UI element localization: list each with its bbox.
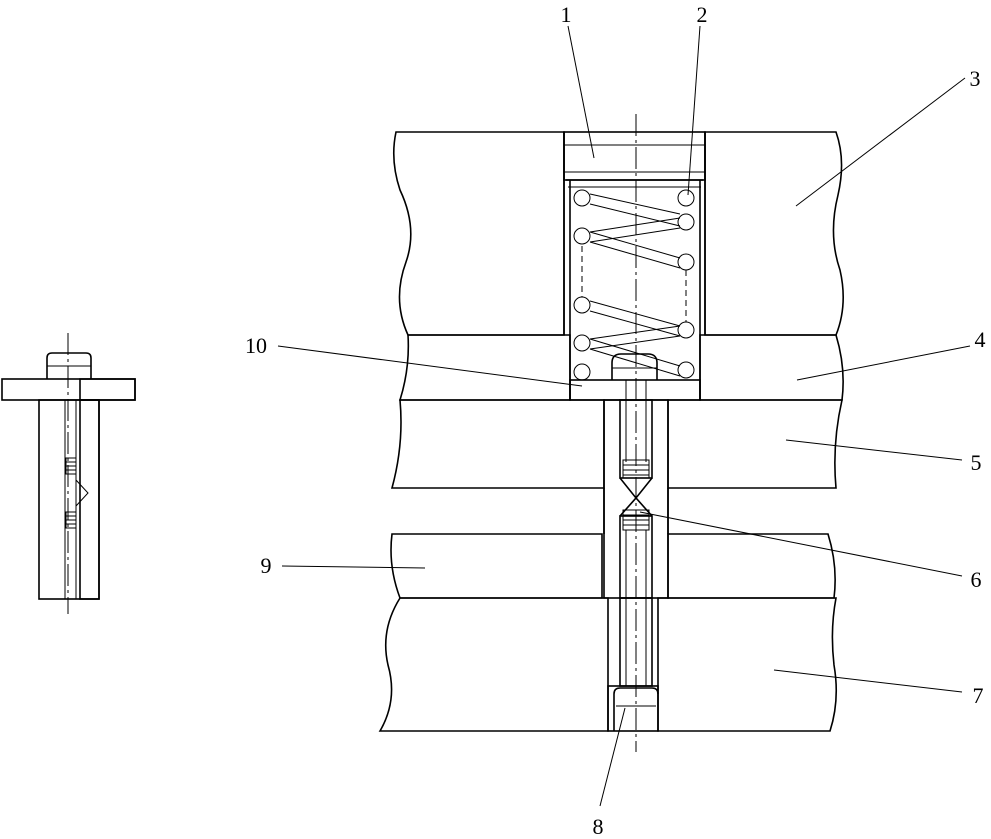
label-7: 7	[973, 683, 984, 708]
plate-4-left	[398, 334, 571, 401]
leader-2	[687, 25, 701, 196]
label-1: 1	[561, 2, 572, 27]
plate-9-left	[390, 533, 603, 599]
plate-7-right	[657, 597, 838, 732]
detail-body	[38, 399, 100, 600]
label-3: 3	[970, 66, 981, 91]
plate-4-right	[699, 334, 844, 401]
detail-cap	[46, 352, 92, 379]
leader-1	[567, 25, 595, 159]
main-assembly	[378, 114, 844, 752]
label-4: 4	[975, 327, 986, 352]
leader-3	[795, 77, 966, 207]
spring-2	[573, 189, 695, 381]
leader-7	[773, 669, 963, 693]
screw-8	[607, 685, 659, 732]
leader-8	[599, 707, 626, 807]
plate-5-right	[667, 399, 844, 489]
leader-5	[785, 439, 963, 461]
leader-6	[639, 511, 963, 577]
plug-1	[563, 131, 706, 181]
detail-flange-section	[79, 378, 136, 401]
label-9: 9	[261, 553, 272, 578]
leader-10	[277, 345, 583, 387]
plate-5-left	[390, 399, 605, 489]
label-5: 5	[971, 450, 982, 475]
plate-3-left	[392, 131, 565, 336]
label-2: 2	[697, 2, 708, 27]
plate-7-left	[378, 597, 609, 732]
leader-lines	[277, 25, 971, 807]
part-number-labels: 1 2 3 4 5 6 7 8 9 10	[245, 2, 986, 839]
detail-view	[1, 333, 136, 614]
plate-3-right	[704, 131, 844, 336]
label-10: 10	[245, 333, 267, 358]
leader-4	[796, 345, 971, 381]
seat-10	[569, 379, 701, 401]
detail-body-section	[79, 399, 100, 600]
leader-9	[281, 565, 426, 569]
label-6: 6	[971, 567, 982, 592]
plate-9-right	[667, 533, 836, 599]
label-8: 8	[593, 814, 604, 839]
